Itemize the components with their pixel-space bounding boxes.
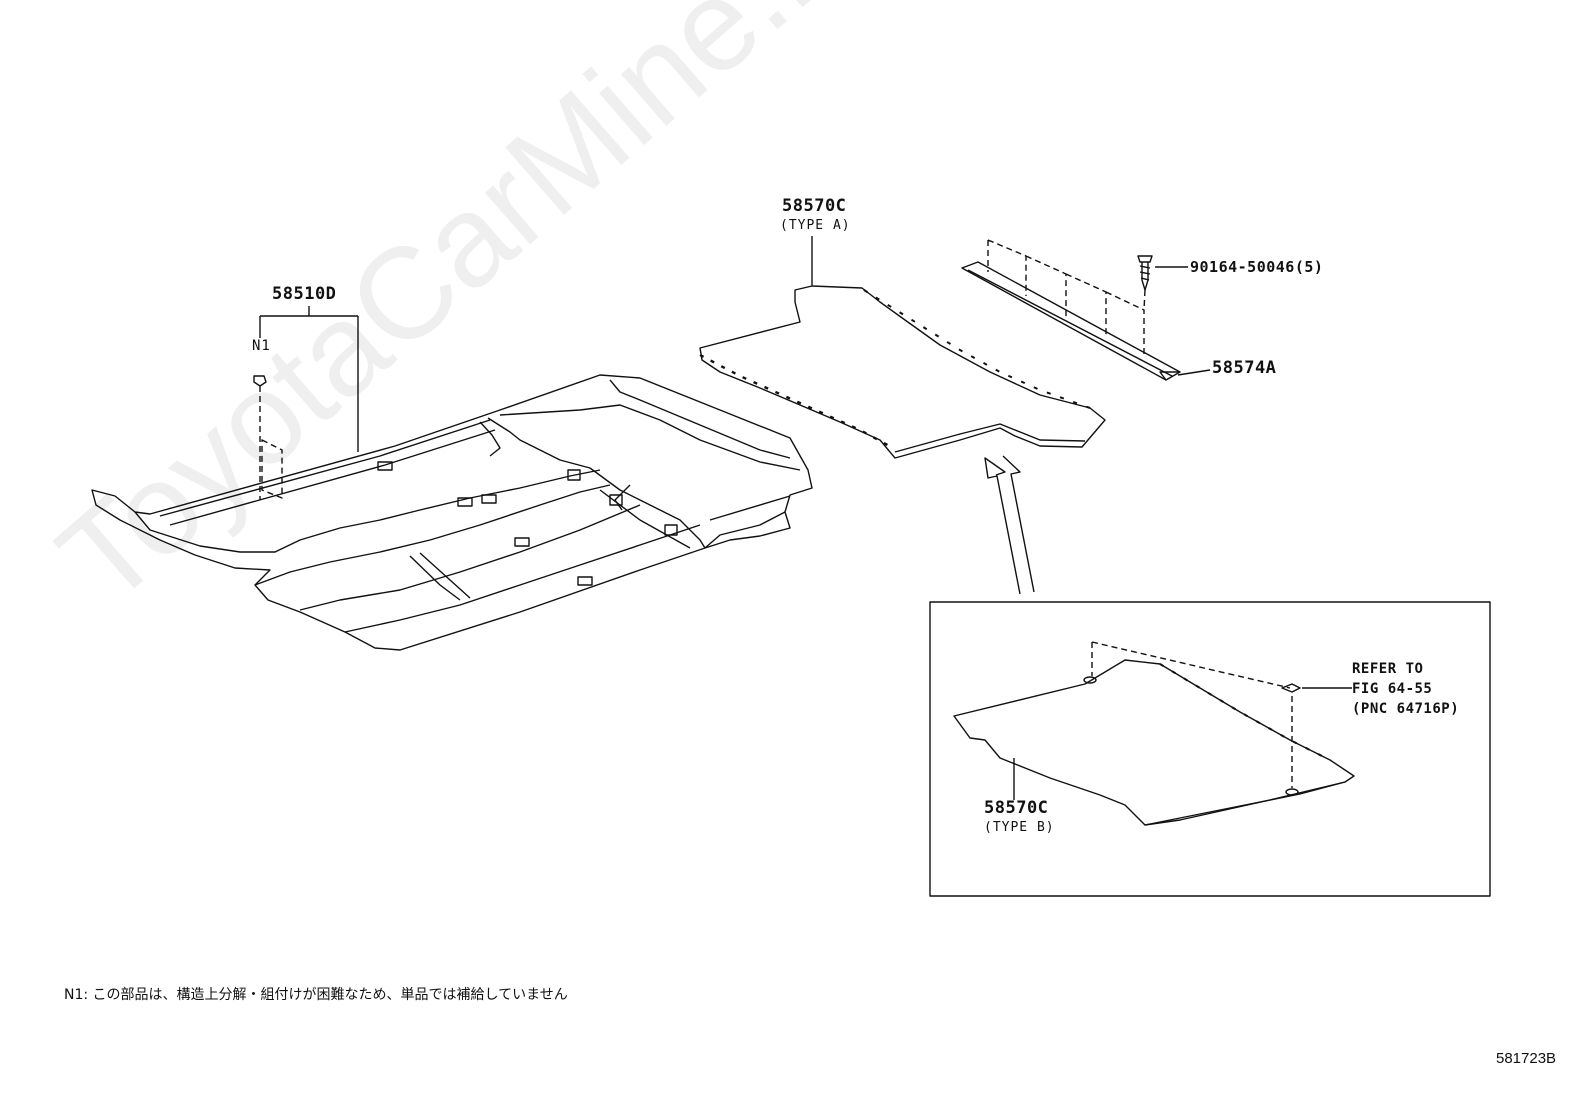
inset-frame xyxy=(929,601,1491,897)
floor-carpet-drawing xyxy=(91,374,813,651)
mat-type-a-variant-label: (TYPE A) xyxy=(780,218,851,233)
figure-id: 581723B xyxy=(1496,1050,1557,1067)
reference-line-1: REFER TO xyxy=(1352,661,1424,677)
retainer-part-label: 58574A xyxy=(1212,358,1277,378)
footnote: N1: この部品は、構造上分解・組付けが困難なため、単品では補給していません xyxy=(64,987,568,1003)
mat-type-b-part-label: 58570C xyxy=(984,798,1049,818)
arrow-drawing xyxy=(984,455,1035,595)
mat-type-b-variant-label: (TYPE B) xyxy=(984,820,1055,835)
retainer-drawing xyxy=(961,239,1211,381)
reference-line-3: (PNC 64716P) xyxy=(1352,701,1460,717)
n1-marker-label: N1 xyxy=(252,338,271,354)
mat-type-a-drawing xyxy=(699,236,1106,459)
reference-line-2: FIG 64-55 xyxy=(1352,681,1433,697)
mat-type-a-part-label: 58570C xyxy=(782,196,847,216)
mat-type-b-drawing xyxy=(953,641,1355,826)
screw-part-label: 90164-50046(5) xyxy=(1190,258,1324,276)
floor-carpet-leader xyxy=(259,306,359,452)
n1-clip-drawing xyxy=(253,375,283,500)
floor-carpet-label: 58510D xyxy=(272,284,337,304)
